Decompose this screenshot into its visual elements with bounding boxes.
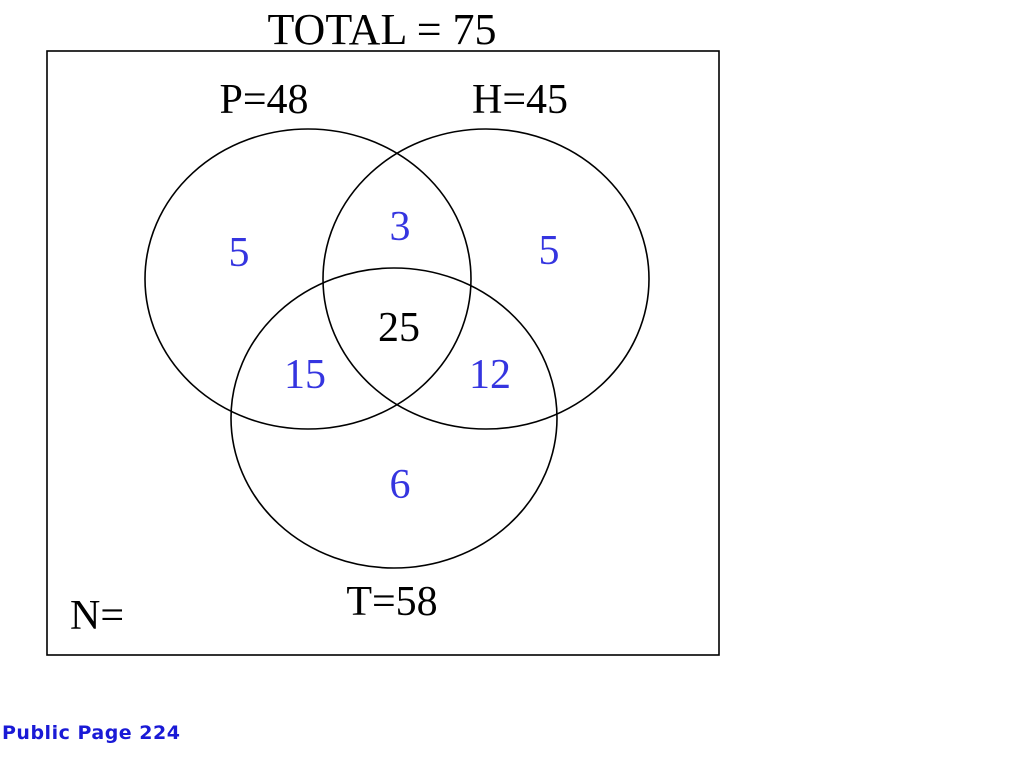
region-h-t-only: 12: [469, 352, 511, 398]
region-p-h-only: 3: [390, 204, 411, 250]
diagram-title: TOTAL = 75: [267, 5, 496, 54]
region-h-only: 5: [539, 228, 560, 274]
region-p-h-t: 25: [378, 305, 420, 351]
universe-box: [46, 50, 720, 656]
region-t-only: 6: [390, 462, 411, 508]
set-t-circle: [230, 267, 558, 569]
outside-label: N=: [70, 593, 124, 639]
set-p-circle: [144, 128, 472, 430]
region-p-t-only: 15: [284, 352, 326, 398]
set-t-label: T=58: [346, 579, 437, 625]
set-h-label: H=45: [472, 77, 568, 123]
set-p-label: P=48: [219, 77, 308, 123]
set-h-circle: [322, 128, 650, 430]
page-footer: Public Page 224: [2, 722, 181, 744]
region-p-only: 5: [229, 230, 250, 276]
